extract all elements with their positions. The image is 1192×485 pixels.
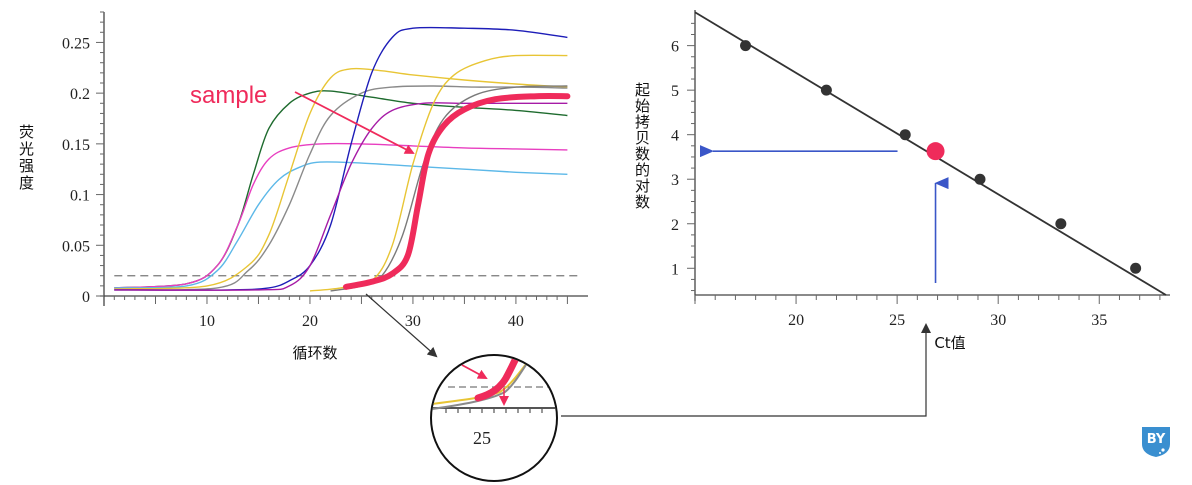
amp-y-tick-label: 0.05 (62, 238, 90, 255)
inset-arrow-diag (461, 364, 488, 379)
logo-icon: BY (1142, 427, 1170, 457)
standard-point (899, 129, 911, 141)
std-y-tick-label: 3 (671, 172, 679, 189)
standard-point (974, 173, 986, 185)
amp-y-tick-label: 0 (82, 289, 90, 306)
std-x-tick-label: 20 (788, 312, 804, 329)
zoom-inset: 25 (430, 354, 558, 482)
standard-x-tick-labels: 20 25 30 35 (788, 312, 1107, 329)
amp-series-line-2 (114, 142, 568, 289)
amp-series-line-7 (114, 102, 568, 291)
logo-text: BY (1147, 432, 1166, 447)
amp-y-tick-label: 0.2 (70, 86, 90, 103)
amp-sample-curve (343, 92, 571, 290)
amp-y-tick-label: 0.25 (62, 35, 90, 52)
amp-x-tick-label: 30 (405, 313, 421, 330)
amp-x-tick-label: 40 (508, 313, 524, 330)
amplification-y-tick-labels: 0 0.05 0.1 0.15 0.2 0.25 (62, 35, 90, 306)
amp-y-axis-title: 荧光强度 (17, 124, 35, 192)
standard-point (1055, 218, 1067, 230)
amp-series-line-6 (114, 26, 568, 291)
std-x-tick-label: 25 (889, 312, 905, 329)
standard-ticks (687, 22, 1161, 304)
amp-x-tick-label: 20 (302, 313, 318, 330)
amp-x-tick-label: 10 (199, 313, 215, 330)
inset-ticks (445, 408, 543, 413)
standard-point (740, 40, 752, 52)
standard-curve-chart: 1 2 3 4 5 6 20 25 30 35 起始拷贝数的对数 Ct值 (633, 10, 1170, 352)
std-y-tick-label: 5 (671, 83, 679, 100)
ct-connector-arrow (561, 323, 931, 417)
std-x-axis-title: Ct值 (934, 334, 965, 352)
standard-point (820, 84, 832, 96)
amplification-axes (100, 12, 588, 306)
inset-curve-yellow (432, 356, 533, 405)
inset-curve-gray (432, 356, 533, 410)
standard-axes (694, 10, 1170, 301)
sample-arrow (294, 91, 415, 154)
amp-y-tick-label: 0.1 (70, 188, 90, 205)
amp-y-tick-label: 0.15 (62, 137, 90, 154)
standard-y-tick-labels: 1 2 3 4 5 6 (671, 39, 679, 279)
std-y-tick-label: 4 (671, 128, 679, 145)
amp-series-line-4 (114, 67, 568, 290)
std-y-axis-title: 起始拷贝数的对数 (633, 82, 651, 210)
amp-series-line-3 (114, 161, 568, 289)
sample-point (926, 142, 945, 161)
amp-x-axis-title: 循环数 (292, 344, 337, 362)
std-x-tick-label: 35 (1091, 312, 1107, 329)
amplification-ticks (96, 11, 568, 304)
amp-series-line-5 (114, 85, 568, 291)
amplification-series (114, 26, 571, 292)
standard-points (740, 40, 1142, 274)
amplification-x-tick-labels: 10 20 30 40 (199, 313, 524, 330)
std-x-tick-label: 30 (990, 312, 1006, 329)
amplification-chart: 0 0.05 0.1 0.15 0.2 0.25 10 20 30 40 荧光强度 循环数 sa… (17, 11, 588, 362)
zoom-connector-arrow (365, 293, 438, 358)
standard-point (1130, 262, 1142, 274)
inset-tick-label: 25 (473, 428, 491, 448)
std-y-tick-label: 6 (671, 39, 679, 56)
std-y-tick-label: 1 (671, 261, 679, 278)
sample-label: sample (190, 82, 267, 109)
std-y-tick-label: 2 (671, 217, 679, 234)
